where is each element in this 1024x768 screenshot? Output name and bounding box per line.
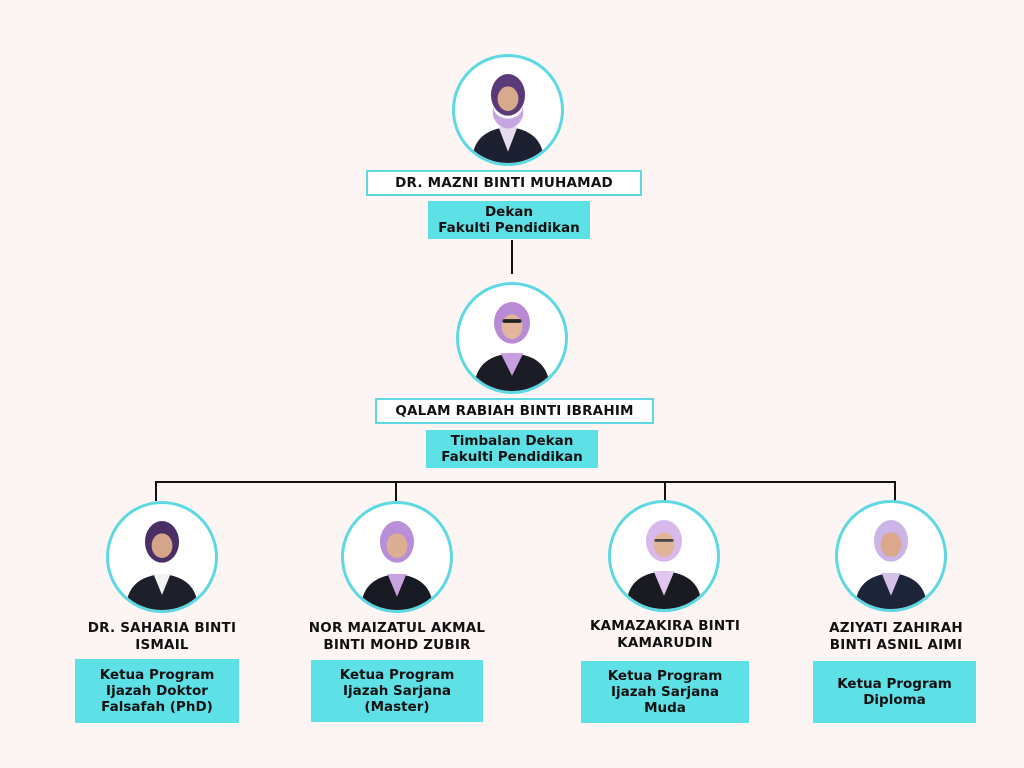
connector-horizontal: [155, 481, 896, 483]
head-2-name-line2: BINTI MOHD ZUBIR: [323, 637, 471, 653]
deputy-photo: [456, 282, 568, 394]
head-1-photo: [106, 501, 218, 613]
head-3-role: Ketua Program Ijazah Sarjana Muda: [581, 661, 749, 723]
head-2-role: Ketua Program Ijazah Sarjana (Master): [311, 660, 483, 722]
dean-name: DR. MAZNI BINTI MUHAMAD: [366, 170, 642, 196]
head-3-role-line2: Ijazah Sarjana: [611, 684, 719, 700]
head-1-role: Ketua Program Ijazah Doktor Falsafah (Ph…: [75, 659, 239, 723]
head-1-role-line3: Falsafah (PhD): [101, 699, 213, 715]
head-1-name: DR. SAHARIA BINTI ISMAIL: [62, 620, 262, 654]
head-4-photo: [835, 500, 947, 612]
deputy-role-faculty: Fakulti Pendidikan: [441, 449, 583, 465]
head-1-name-line2: ISMAIL: [135, 637, 189, 653]
head-4-name: AZIYATI ZAHIRAH BINTI ASNIL AIMI: [796, 620, 996, 654]
head-2-photo: [341, 501, 453, 613]
dean-role-faculty: Fakulti Pendidikan: [438, 220, 580, 236]
head-2-name: NOR MAIZATUL AKMAL BINTI MOHD ZUBIR: [292, 620, 502, 654]
person-portrait-icon: [855, 520, 927, 609]
connector-dean-deputy: [511, 240, 513, 274]
head-1-role-line1: Ketua Program: [99, 667, 215, 683]
dean-photo: [452, 54, 564, 166]
dean-role: Dekan Fakulti Pendidikan: [428, 201, 590, 239]
head-3-role-line1: Ketua Program: [607, 668, 723, 684]
head-3-role-line3: Muda: [644, 700, 686, 716]
person-portrait-icon: [626, 520, 702, 609]
connector-head-4: [894, 481, 896, 501]
deputy-role: Timbalan Dekan Fakulti Pendidikan: [426, 430, 598, 468]
connector-head-2: [395, 481, 397, 501]
dean-role-title: Dekan: [484, 204, 534, 220]
person-portrait-icon: [126, 521, 198, 610]
connector-head-3: [664, 481, 666, 501]
head-1-name-line1: DR. SAHARIA BINTI: [87, 620, 237, 636]
head-4-role-line2: Diploma: [863, 692, 926, 708]
head-1-role-line2: Ijazah Doktor: [106, 683, 208, 699]
head-4-name-line2: BINTI ASNIL AIMI: [829, 637, 963, 653]
head-3-name-line2: KAMARUDIN: [617, 635, 713, 651]
head-2-name-line1: NOR MAIZATUL AKMAL: [308, 620, 486, 636]
deputy-role-title: Timbalan Dekan: [450, 433, 574, 449]
connector-head-1: [155, 481, 157, 501]
head-4-role: Ketua Program Diploma: [813, 661, 976, 723]
head-3-name: KAMAZAKIRA BINTI KAMARUDIN: [565, 618, 765, 652]
head-3-photo: [608, 500, 720, 612]
head-4-name-line1: AZIYATI ZAHIRAH: [829, 620, 963, 636]
person-portrait-icon: [474, 302, 550, 391]
head-4-role-line1: Ketua Program: [837, 676, 952, 692]
head-2-role-line2: Ijazah Sarjana: [343, 683, 451, 699]
person-portrait-icon: [361, 521, 433, 610]
head-3-name-line1: KAMAZAKIRA BINTI: [589, 618, 741, 634]
head-2-role-line3: (Master): [364, 699, 430, 715]
head-2-role-line1: Ketua Program: [339, 667, 455, 683]
deputy-name: QALAM RABIAH BINTI IBRAHIM: [375, 398, 654, 424]
person-portrait-icon: [472, 74, 544, 163]
